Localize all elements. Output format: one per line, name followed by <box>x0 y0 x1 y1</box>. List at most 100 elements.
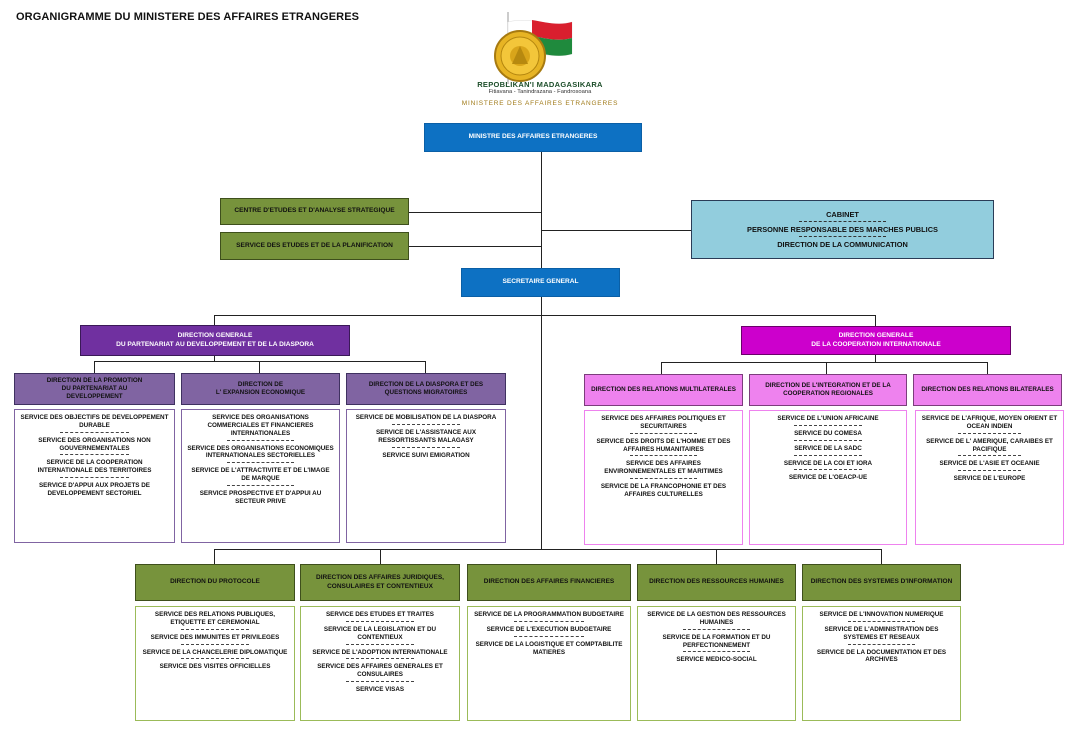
divider <box>794 454 862 456</box>
minister-box: MINISTRE DES AFFAIRES ETRANGERES <box>424 123 642 152</box>
divider <box>345 681 415 683</box>
connector-line <box>409 246 541 248</box>
page-title: ORGANIGRAMME DU MINISTERE DES AFFAIRES E… <box>16 11 360 23</box>
service-item: SERVICE PROSPECTIVE ET D'APPUI AU SECTEU… <box>199 490 322 505</box>
secretaire-general-box: SECRETAIRE GENERAL <box>461 268 620 297</box>
service-item: SERVICE DE LA FORMATION ET DU PERFECTION… <box>662 633 771 649</box>
direction-box: DIRECTION DES RELATIONS BILATERALES <box>913 374 1062 406</box>
divider <box>957 455 1021 457</box>
divider <box>794 439 862 441</box>
connector-line <box>541 152 543 549</box>
connector-line <box>716 549 718 564</box>
direction-box: DIRECTION DE LA PROMOTION DU PARTENARIAT… <box>14 373 175 405</box>
services-list: SERVICE DE MOBILISATION DE LA DIASPORA S… <box>346 409 506 543</box>
services-list: SERVICE DE LA PROGRAMMATION BUDGETAIRE S… <box>467 606 631 721</box>
services-list: SERVICE DES RELATIONS PUBLIQUES, ETIQUET… <box>135 606 295 721</box>
centre-etudes-box: CENTRE D'ETUDES ET D'ANALYSE STRATEGIQUE <box>220 198 409 225</box>
service-item: SERVICE D'APPUI AUX PROJETS DE DEVELOPPE… <box>38 482 151 498</box>
divider <box>391 446 461 448</box>
divider <box>682 628 751 630</box>
service-etudes-box: SERVICE DES ETUDES ET DE LA PLANIFICATIO… <box>220 232 409 260</box>
connector-line <box>409 212 541 214</box>
service-item: SERVICE DES IMMUNITES ET PRIVILEGES <box>150 633 280 641</box>
divider <box>226 485 295 487</box>
direction-box: DIRECTION DES RESSOURCES HUMAINES <box>637 564 796 601</box>
divider <box>629 478 698 480</box>
service-item: SERVICE DES VISITES OFFICIELLES <box>159 663 271 671</box>
divider <box>345 658 415 660</box>
service-item: SERVICE DE LA CHANCELERIE DIPLOMATIQUE <box>142 648 288 656</box>
connector-line <box>214 549 882 551</box>
service-item: SERVICE DE LA LEGISLATION ET DU CONTENTI… <box>323 625 437 641</box>
cabinet-line-3: DIRECTION DE LA COMMUNICATION <box>777 240 908 250</box>
divider <box>180 643 250 645</box>
direction-box: DIRECTION DE L'INTEGRATION ET DE LA COOP… <box>749 374 907 406</box>
service-item: SERVICE MEDICO-SOCIAL <box>676 656 757 664</box>
service-item: SERVICE SUIVI EMIGRATION <box>382 451 470 459</box>
service-item: SERVICE VISAS <box>355 686 405 694</box>
divider <box>345 620 415 622</box>
cabinet-box: CABINET PERSONNE RESPONSABLE DES MARCHES… <box>691 200 994 259</box>
service-item: SERVICE DE L' AMERIQUE, CARAIBES ET PACI… <box>926 437 1053 453</box>
service-item: SERVICE DE L'ADOPTION INTERNATIONALE <box>312 648 448 656</box>
service-item: SERVICE DE L'AFRIQUE, MOYEN ORIENT ET OC… <box>921 415 1058 430</box>
connector-line <box>661 362 663 374</box>
service-item: SERVICE DE LA COI ET IORA <box>783 459 873 467</box>
services-list: SERVICE DE L'UNION AFRICAINE SERVICE DU … <box>749 410 907 545</box>
divider <box>391 423 461 425</box>
connector-line <box>881 549 883 564</box>
divider <box>60 431 129 433</box>
connector-line <box>875 315 877 326</box>
connector-line <box>214 315 875 317</box>
seal-and-flag-icon <box>494 12 573 84</box>
service-item: SERVICE DE LA DOCUMENTATION ET DES ARCHI… <box>816 648 947 664</box>
dg-cooperation-box: DIRECTION GENERALE DE LA COOPERATION INT… <box>741 326 1011 355</box>
service-item: SERVICE DE L'ASSISTANCE AUX RESSORTISSAN… <box>375 428 477 444</box>
logo-line-2: Fitiavana - Tanindrazana - Fandrosoana <box>488 89 592 95</box>
direction-box: DIRECTION DE L' EXPANSION ECONOMIQUE <box>181 373 340 405</box>
divider <box>345 643 415 645</box>
connector-line <box>425 361 427 373</box>
divider <box>847 643 916 645</box>
service-item: SERVICE DES OBJECTIFS DE DEVELOPPEMENT D… <box>20 414 169 429</box>
logo-line-1: REPOBLIKAN'I MADAGASIKARA <box>477 80 603 89</box>
service-item: SERVICE DES AFFAIRES POLITIQUES ET SECUR… <box>601 415 726 430</box>
service-item: SERVICE DE LA GESTION DES RESSOURCES HUM… <box>647 611 786 626</box>
service-item: SERVICE DES RELATIONS PUBLIQUES, ETIQUET… <box>154 611 276 626</box>
divider <box>798 220 887 222</box>
services-list: SERVICE DE L'AFRIQUE, MOYEN ORIENT ET OC… <box>915 410 1064 545</box>
services-list: SERVICE DES AFFAIRES POLITIQUES ET SECUR… <box>584 410 743 545</box>
service-item: SERVICE DU COMESA <box>794 429 862 437</box>
service-item: SERVICE DE LA LOGISTIQUE ET COMPTABILITE… <box>475 640 623 656</box>
service-item: SERVICE DES ORGANISATIONS ECONOMIQUES IN… <box>187 444 334 460</box>
connector-line <box>214 315 216 325</box>
direction-box: DIRECTION DES RELATIONS MULTILATERALES <box>584 374 743 406</box>
service-item: SERVICE DES ORGANISATIONS NON GOUVERNEME… <box>38 436 151 452</box>
services-list: SERVICE DE L'INNOVATION NUMERIQUE SERVIC… <box>802 606 961 721</box>
connector-line <box>214 356 216 361</box>
divider <box>794 469 862 471</box>
divider <box>514 620 584 622</box>
connector-line <box>875 355 877 362</box>
services-list: SERVICE DES ORGANISATIONS COMMERCIALES E… <box>181 409 340 543</box>
divider <box>957 432 1021 434</box>
ministry-logo: REPOBLIKAN'I MADAGASIKARA Fitiavana - Ta… <box>440 8 640 112</box>
connector-line <box>380 549 382 564</box>
service-item: SERVICE DE L'INNOVATION NUMERIQUE <box>819 611 944 618</box>
service-item: SERVICE DES DROITS DE L'HOMME ET DES AFF… <box>596 437 731 453</box>
direction-box: DIRECTION DES AFFAIRES JURIDIQUES, CONSU… <box>300 564 460 601</box>
services-list: SERVICE DE LA GESTION DES RESSOURCES HUM… <box>637 606 796 721</box>
connector-line <box>259 361 261 373</box>
connector-line <box>987 362 989 374</box>
divider <box>60 454 129 456</box>
divider <box>794 424 862 426</box>
divider <box>60 477 129 479</box>
service-item: SERVICE DE LA PROGRAMMATION BUDGETAIRE <box>474 611 624 618</box>
services-list: SERVICE DES ETUDES ET TRAITES SERVICE DE… <box>300 606 460 721</box>
direction-box: DIRECTION DU PROTOCOLE <box>135 564 295 601</box>
divider <box>957 470 1021 472</box>
connector-line <box>661 362 988 364</box>
divider <box>514 635 584 637</box>
connector-line <box>214 549 216 564</box>
service-item: SERVICE DE LA COOPERATION INTERNATIONALE… <box>37 459 152 475</box>
